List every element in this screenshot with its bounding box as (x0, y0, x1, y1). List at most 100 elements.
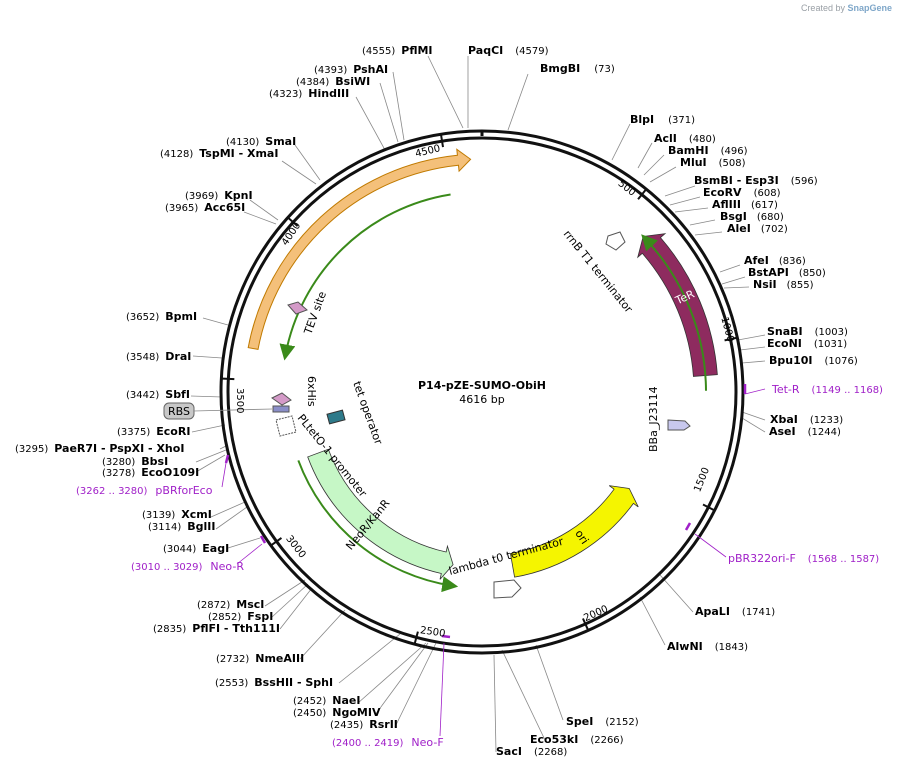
feature-tetR (637, 233, 718, 377)
tick-mark-3000 (269, 537, 283, 547)
primer-pbr322ori-f: pBR322ori-F(1568 .. 1587) (728, 552, 879, 565)
enzyme-ecori: (3375)EcoRI (117, 425, 190, 438)
enzyme-kpni: (3969)KpnI (185, 189, 253, 202)
tick-mark-1000 (724, 336, 739, 342)
enzyme-asei: AseI(1244) (769, 425, 841, 438)
enzyme-bsgi: BsgI(680) (720, 210, 784, 223)
bba-j23114-arrow (667, 419, 691, 431)
feature-sumo (247, 148, 472, 351)
enzyme-econi: EcoNI(1031) (767, 337, 847, 350)
direction-arrow-g3 (279, 193, 451, 361)
tick-mark-4000 (286, 216, 299, 227)
enzyme-ecorv: EcoRV(608) (703, 186, 781, 199)
leader-lines (190, 55, 766, 753)
enzyme-bpmi: (3652)BpmI (126, 310, 197, 323)
primer-marks (224, 384, 747, 639)
rbs-badge: RBS (163, 402, 273, 420)
enzyme-paqci: PaqCI(4579) (468, 44, 549, 57)
enzyme-labels: (4555)PflMI PaqCI(4579) BmgBI(73) (4393)… (15, 44, 858, 758)
enzyme-acc65i: (3965)Acc65I (165, 201, 245, 214)
enzyme-sbfi: (3442)SbfI (126, 388, 190, 401)
enzyme-ngomiv: (2450)NgoMIV (293, 706, 381, 719)
enzyme-afliii: AflIII(617) (712, 198, 778, 211)
enzyme-xbai: XbaI(1233) (770, 413, 843, 426)
tick-mark-1500 (702, 503, 716, 512)
enzyme-eagi: (3044)EagI (163, 542, 229, 555)
enzyme-alwni: AlwNI(1843) (667, 640, 748, 653)
plasmid-backbone (219, 129, 745, 655)
enzyme-nsii: NsiI(855) (753, 278, 814, 291)
bba-j23114-label: BBa_J23114 (647, 386, 660, 452)
enzyme-nmeaiii: (2732)NmeAIII (216, 652, 304, 665)
tick-2500: 2500 (419, 625, 446, 639)
primer-mark-pbrforeco (224, 454, 230, 464)
enzyme-tth111i: (2835)PflFI - Tth111I (153, 622, 280, 635)
lambda-terminator-arrow (493, 579, 522, 599)
enzyme-msci: (2872)MscI (197, 598, 264, 611)
snapgene-logo: SnapGene (847, 3, 892, 13)
enzyme-bmgbi: BmgBI(73) (540, 62, 615, 75)
rrnb-terminator-arrow (605, 231, 626, 251)
primer-mark-neo-r (259, 535, 267, 544)
enzyme-hindiii: (4323)HindIII (269, 87, 349, 100)
enzyme-bbsi: (3280)BbsI (102, 455, 168, 468)
direction-arrow-g1 (641, 234, 707, 391)
pltet-promoter-icon (275, 415, 297, 437)
enzyme-bamhi: BamHI(496) (668, 144, 748, 157)
primer-tet-r: Tet-R(1149 .. 1168) (771, 383, 883, 396)
enzyme-pshai: (4393)PshAI (314, 63, 388, 76)
primer-neo-r: (3010 .. 3029)Neo-R (131, 560, 244, 573)
tet-operator-box (326, 409, 346, 425)
tick-mark-4500 (439, 133, 444, 148)
direction-arrow-g2 (297, 460, 459, 593)
primer-neo-f: (2400 .. 2419)Neo-F (332, 736, 444, 749)
enzyme-blpi: BlpI(371) (630, 113, 695, 126)
primer-mark-neo-f (441, 634, 451, 639)
tev-site-arrow (287, 301, 308, 315)
small-features: rrnB T1 terminator BBa_J23114 lambda t0 … (271, 228, 691, 599)
enzyme-naei: (2452)NaeI (293, 694, 360, 707)
enzyme-bstapi: BstAPI(850) (748, 266, 826, 279)
plasmid-name: P14-pZE-SUMO-ObiH (418, 379, 546, 392)
svg-text:RBS: RBS (168, 405, 190, 418)
primer-labels: Tet-R(1149 .. 1168) pBR322ori-F(1568 .. … (76, 383, 883, 749)
enzyme-drai: (3548)DraI (126, 350, 191, 363)
enzyme-xmai: (4128)TspMI - XmaI (160, 147, 278, 160)
enzyme-esp3i: BsmBI - Esp3I(596) (694, 174, 818, 187)
enzyme-bsiwi: (4384)BsiWI (296, 75, 370, 88)
enzyme-snabi: SnaBI(1003) (767, 325, 848, 338)
enzyme-eco53ki: Eco53kI(2266) (530, 733, 624, 746)
feature-ori (509, 485, 639, 578)
enzyme-bpu10i: Bpu10I(1076) (769, 354, 858, 367)
feature-neo (307, 448, 454, 580)
enzyme-xcmi: (3139)XcmI (142, 508, 212, 521)
enzyme-afei: AfeI(836) (744, 254, 806, 267)
enzyme-sphi: (2553)BssHII - SphI (215, 676, 333, 689)
tick-mark-2000 (582, 618, 590, 632)
his-tag-box (272, 405, 290, 413)
primer-mark-pbr322ori-f (684, 522, 692, 531)
plasmid-length: 4616 bp (459, 393, 504, 406)
enzyme-ecoo109i: (3278)EcoO109I (102, 466, 199, 479)
enzyme-saci: SacI(2268) (496, 745, 567, 758)
his-tag-arrow (271, 392, 292, 406)
enzyme-bglii: (3114)BglII (148, 520, 215, 533)
enzyme-rsrii: (2435)RsrII (330, 718, 398, 731)
enzyme-smai: (4130)SmaI (226, 135, 296, 148)
enzyme-alei: AleI(702) (727, 222, 788, 235)
enzyme-mlui: MluI(508) (680, 156, 746, 169)
tet-operator-label: tet operator (350, 380, 385, 447)
coordinate-ticks (220, 132, 739, 646)
enzyme-acli: AclI(480) (654, 132, 716, 145)
enzyme-fspi: (2852)FspI (208, 610, 273, 623)
his-tag-label: 6xHis (305, 376, 318, 407)
enzyme-pflmi: (4555)PflMI (362, 44, 433, 57)
tick-mark-3500 (220, 377, 235, 381)
tick-mark-2500 (413, 631, 419, 646)
tick-3500: 3500 (234, 388, 245, 413)
primer-pbrforeco: (3262 .. 3280)pBRforEco (76, 484, 213, 497)
enzyme-spei: SpeI(2152) (566, 715, 639, 728)
snapgene-credit: Created by SnapGene (800, 3, 892, 13)
